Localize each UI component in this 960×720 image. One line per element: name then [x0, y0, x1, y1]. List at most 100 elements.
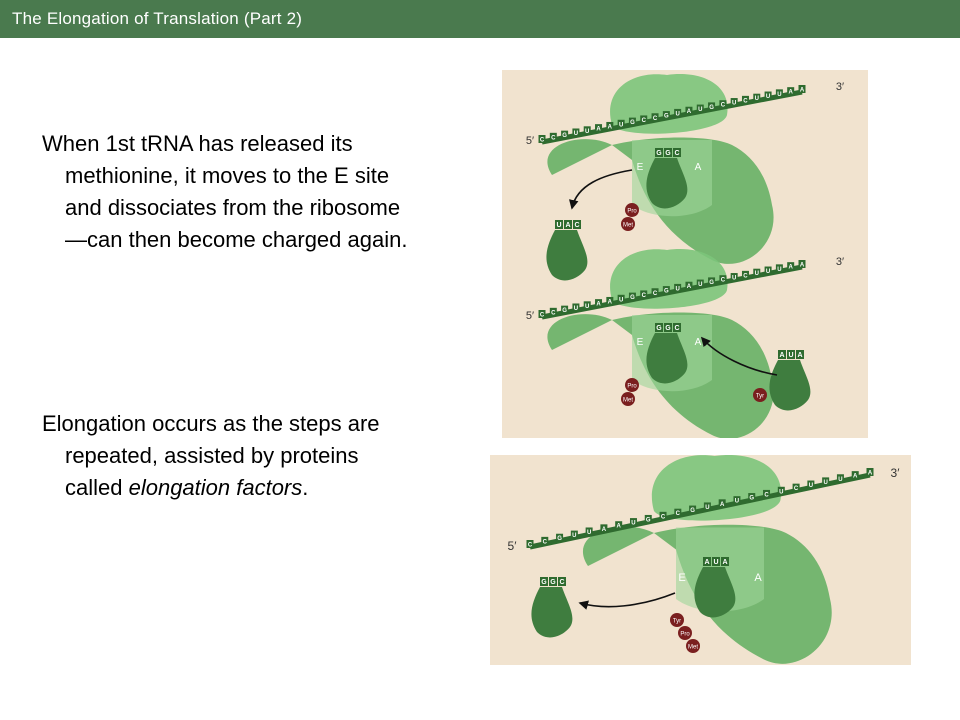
codon-base — [651, 113, 659, 122]
codon-base — [606, 121, 614, 130]
codon-base — [538, 135, 546, 143]
codon-base — [549, 307, 557, 316]
codon-letter: U — [838, 477, 842, 483]
codon-letter: A — [596, 302, 601, 308]
codon-letter: A — [602, 527, 607, 533]
codon-letter: G — [664, 114, 669, 120]
codon-letter: C — [551, 310, 556, 316]
codon-letter: G — [562, 308, 567, 314]
codon-letter: U — [705, 505, 709, 511]
codon-base — [628, 117, 636, 126]
anticodon-letter: A — [779, 352, 784, 359]
codon-letter: A — [868, 471, 873, 477]
codon-letter: U — [619, 122, 623, 128]
codon-base — [775, 89, 783, 98]
codon-base — [777, 486, 785, 495]
codon-letter: G — [664, 289, 669, 295]
codon-letter: C — [794, 486, 799, 492]
codon-base — [764, 266, 772, 275]
anticodon-letter: U — [788, 352, 793, 359]
trna-body — [769, 360, 811, 411]
codon-base — [807, 480, 815, 489]
amino-acid-label: Tyr — [673, 619, 681, 625]
anticodon-letter: C — [674, 325, 679, 332]
codon-letter: C — [653, 116, 658, 122]
codon-letter: U — [698, 107, 702, 113]
e-site-label: E — [678, 572, 685, 584]
codon-letter: C — [661, 514, 666, 520]
exit-arrow — [578, 592, 676, 610]
codon-letter: U — [574, 306, 578, 312]
codon-letter: U — [698, 282, 702, 288]
codon-letter: U — [779, 489, 783, 495]
codon-letter: C — [676, 511, 681, 517]
codon-base — [703, 502, 711, 511]
codon-base — [561, 305, 569, 314]
amino-acid-circle — [686, 639, 700, 653]
anticodon-box — [549, 577, 557, 586]
exit-arrow — [569, 169, 633, 210]
three-prime-label: 3′ — [891, 466, 901, 480]
trna-body — [694, 567, 736, 618]
codon-base — [708, 102, 716, 111]
e-site-label: E — [637, 337, 644, 348]
anticodon-box — [673, 148, 681, 157]
codon-letter: A — [608, 299, 613, 305]
codon-letter: G — [630, 120, 635, 126]
codon-base — [719, 275, 727, 284]
codon-letter: U — [732, 101, 736, 107]
amino-acid: Tyr — [753, 388, 767, 402]
codon-base — [689, 505, 697, 514]
trna-body — [646, 333, 688, 384]
anticodon-box — [703, 557, 711, 566]
anticodon-box — [712, 557, 720, 566]
codon-base — [561, 130, 569, 139]
anticodon-letter: A — [722, 559, 727, 566]
codon-base — [753, 268, 761, 277]
codon-base — [659, 511, 667, 520]
codon-letter: C — [721, 103, 726, 109]
codon-base — [753, 93, 761, 102]
anticodon-box — [787, 350, 795, 359]
anticodon-letter: G — [541, 579, 547, 586]
codon-letter: A — [596, 127, 601, 133]
codon-base — [748, 493, 756, 502]
ribosome-small-subunit — [652, 455, 782, 521]
codon-base — [730, 273, 738, 282]
codon-letter: G — [557, 536, 562, 542]
codon-letter: U — [766, 269, 770, 275]
codon-base — [719, 100, 727, 109]
codon-base — [730, 98, 738, 107]
codon-base — [764, 91, 772, 100]
anticodon-box — [673, 323, 681, 332]
codon-base — [606, 296, 614, 305]
amino-acid-circle — [753, 388, 767, 402]
codon-letter: C — [540, 138, 545, 144]
codon-letter: G — [630, 295, 635, 301]
codon-letter: A — [800, 88, 805, 94]
anticodon-box — [564, 220, 572, 229]
codon-letter: C — [743, 273, 748, 279]
codon-base — [733, 496, 741, 505]
codon-letter: G — [709, 105, 714, 111]
anticodon-box — [796, 350, 804, 359]
five-prime-label: 5′ — [508, 539, 518, 553]
amino-acid: Pro — [625, 203, 639, 217]
paragraph-elongation: Elongation occurs as the steps are repea… — [42, 408, 422, 504]
codon-base — [583, 126, 591, 135]
codon-base — [822, 477, 830, 486]
codon-base — [640, 290, 648, 299]
e-site-label: E — [637, 162, 644, 173]
codon-base — [836, 474, 844, 483]
codon-base — [583, 301, 591, 310]
codon-letter: U — [631, 521, 635, 527]
codon-letter: U — [809, 483, 813, 489]
